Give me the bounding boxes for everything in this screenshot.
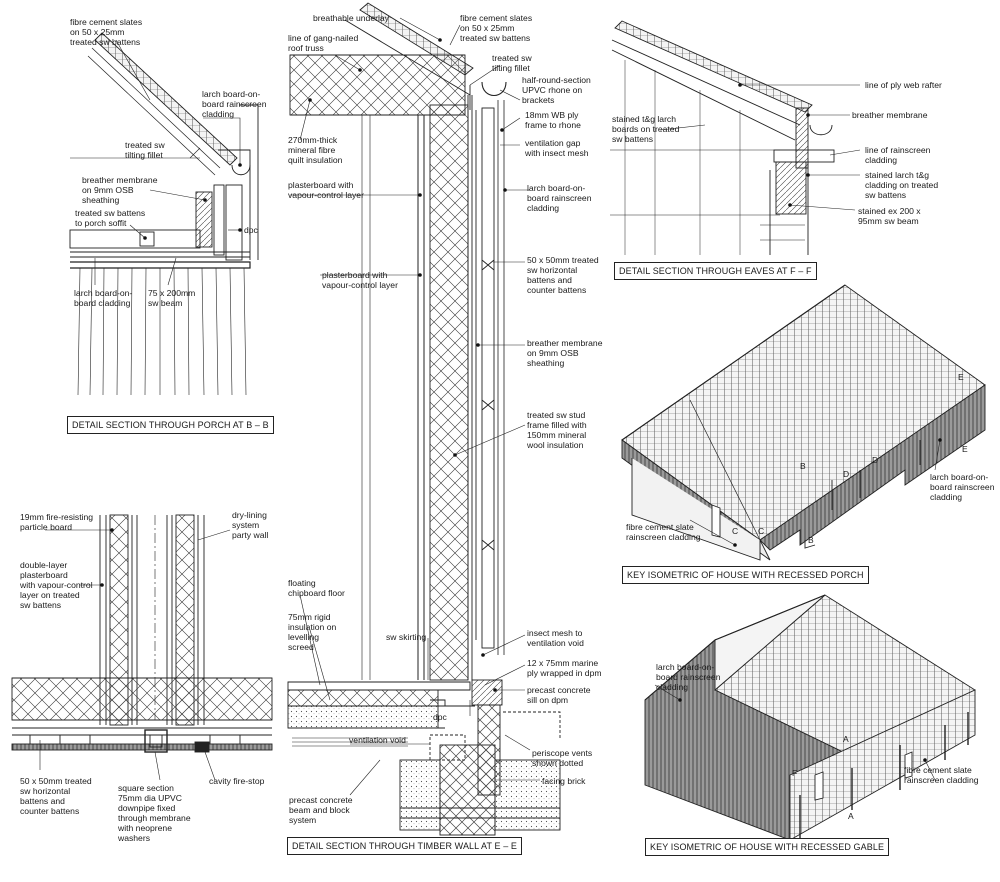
- section-mark-b1: B: [800, 461, 806, 471]
- wall-label-void: ventilation void: [349, 735, 406, 745]
- wall-label-vent-gap: ventilation gap with insect mesh: [525, 138, 589, 158]
- eaves-label-rainscreen: line of rainscreen cladding: [865, 145, 931, 165]
- wall-label-sill: precast concrete sill on dpm: [527, 685, 591, 705]
- section-mark-a2: A: [848, 811, 854, 821]
- porch-label-dpc: dpc: [244, 225, 258, 235]
- porch-label-membrane: breather membrane on 9mm OSB sheathing: [82, 175, 158, 205]
- party-label-double: double-layer plasterboard with vapour-co…: [20, 560, 93, 610]
- wall-label-membrane: breather membrane on 9mm OSB sheathing: [527, 338, 603, 368]
- porch-label-slates: fibre cement slates on 50 x 25mm treated…: [70, 17, 143, 47]
- porch-label-battens: treated sw battens to porch soffit: [75, 208, 146, 228]
- wall-label-marine-ply: 12 x 75mm marine ply wrapped in dpm: [527, 658, 602, 678]
- porch-label-beam: 75 x 200mm sw beam: [148, 288, 196, 308]
- section-mark-c2: C: [758, 526, 765, 536]
- eaves-detail-drawing: [610, 20, 835, 255]
- party-label-dry-lining: dry-lining system party wall: [232, 510, 269, 540]
- section-mark-b2: B: [808, 535, 814, 545]
- section-mark-c1: C: [732, 526, 739, 536]
- party-label-fire-stop: cavity fire-stop: [209, 776, 265, 786]
- eaves-label-beam: stained ex 200 x 95mm sw beam: [858, 206, 921, 226]
- wall-label-battens: 50 x 50mm treated sw horizontal battens …: [527, 255, 599, 295]
- wall-label-floor: floating chipboard floor: [288, 578, 345, 598]
- iso-porch-label-cladding: larch board-on- board rainscreen claddin…: [930, 472, 995, 502]
- wall-label-beam-block: precast concrete beam and block system: [289, 795, 353, 825]
- wall-label-plasterboard-mid: plasterboard with vapour-control layer: [322, 270, 398, 290]
- eaves-label-membrane: breather membrane: [852, 110, 928, 120]
- party-wall-detail-drawing: [11, 514, 273, 753]
- eaves-label-larch-boards: stained t&g larch boards on treated sw b…: [612, 114, 680, 144]
- wall-label-brick: facing brick: [542, 776, 586, 786]
- wall-label-cladding: larch board-on- board rainscreen claddin…: [527, 183, 592, 213]
- party-label-particle: 19mm fire-resisting particle board: [20, 512, 94, 532]
- wall-label-dpc: dpc: [433, 712, 447, 722]
- section-mark-e1: E: [958, 372, 964, 382]
- iso-gable-label-cladding: larch board-on- board rainscreen claddin…: [656, 662, 721, 692]
- timber-wall-detail-drawing: [287, 2, 561, 836]
- caption-porch-section: DETAIL SECTION THROUGH PORCH AT B – B: [67, 416, 274, 434]
- eaves-label-stained: stained larch t&g cladding on treated sw…: [865, 170, 939, 200]
- party-label-downpipe: square section 75mm dia UPVC downpipe fi…: [118, 783, 191, 843]
- isometric-recessed-porch: [621, 284, 986, 561]
- porch-label-cladding-top: larch board-on- board rainscreen claddin…: [202, 89, 267, 119]
- porch-label-fillet: treated sw tilting fillet: [125, 140, 165, 160]
- wall-label-ply-frame: 18mm WB ply frame to rhone: [525, 110, 581, 130]
- wall-label-mesh: insect mesh to ventilation void: [527, 628, 584, 648]
- iso-porch-label-slate: fibre cement slate rainscreen cladding: [626, 522, 701, 542]
- iso-gable-label-slate: fibre cement slate rainscreen cladding: [904, 765, 979, 785]
- caption-eaves-section: DETAIL SECTION THROUGH EAVES AT F – F: [614, 262, 817, 280]
- wall-label-rhone: half-round-section UPVC rhone on bracket…: [522, 75, 591, 105]
- section-mark-f1: F: [792, 768, 798, 778]
- section-mark-e2: E: [962, 444, 968, 454]
- wall-label-truss: line of gang-nailed roof truss: [288, 33, 359, 53]
- wall-label-skirting: sw skirting: [386, 632, 427, 642]
- wall-label-periscope: periscope vents shown dotted: [532, 748, 593, 768]
- wall-label-stud: treated sw stud frame filled with 150mm …: [527, 410, 587, 450]
- section-mark-a1: A: [843, 734, 849, 744]
- eaves-label-rafter: line of ply web rafter: [865, 80, 942, 90]
- caption-iso-gable: KEY ISOMETRIC OF HOUSE WITH RECESSED GAB…: [645, 838, 890, 856]
- wall-label-underlay: breathable underlay: [313, 13, 389, 23]
- wall-label-slates: fibre cement slates on 50 x 25mm treated…: [460, 13, 533, 43]
- wall-label-fillet: treated sw tilting fillet: [492, 53, 532, 73]
- caption-iso-porch: KEY ISOMETRIC OF HOUSE WITH RECESSED POR…: [622, 566, 869, 584]
- leader-lines: [39, 17, 941, 796]
- leader-dots: [100, 38, 942, 762]
- wall-label-rigid: 75mm rigid insulation on levelling scree…: [288, 612, 337, 652]
- party-label-battens: 50 x 50mm treated sw horizontal battens …: [20, 776, 92, 816]
- wall-label-plasterboard-top: plasterboard with vapour-control layer: [288, 180, 364, 200]
- wall-label-insulation: 270mm-thick mineral fibre quilt insulati…: [288, 135, 343, 165]
- isometric-recessed-gable: [644, 594, 976, 841]
- section-mark-d2: D: [872, 455, 879, 465]
- caption-wall-section: DETAIL SECTION THROUGH TIMBER WALL AT E …: [287, 837, 523, 855]
- section-mark-d1: D: [843, 469, 850, 479]
- porch-label-cladding-bottom: larch board-on- board cladding: [74, 288, 133, 308]
